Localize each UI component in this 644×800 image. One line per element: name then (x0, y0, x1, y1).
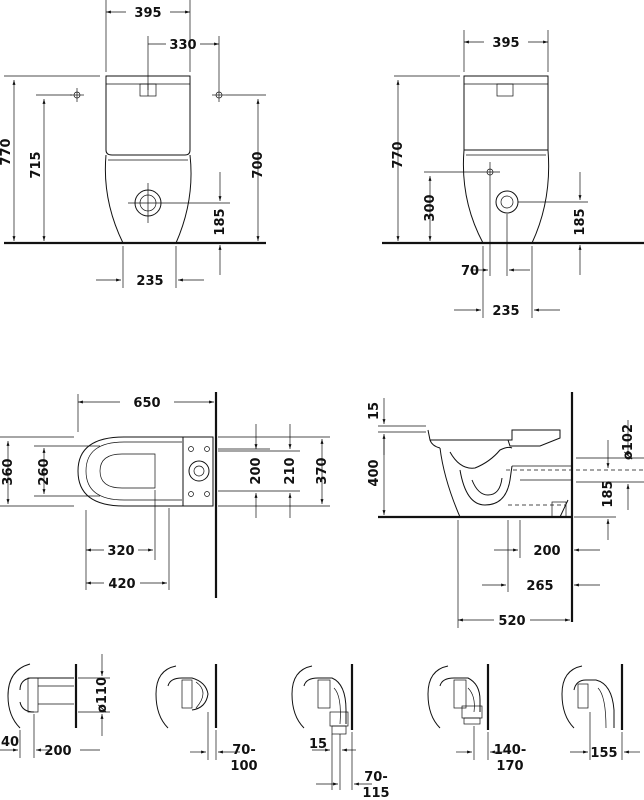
front-395-label: 395 (134, 6, 161, 21)
detail-110-label: ø110 (95, 677, 110, 713)
top-260-label: 260 (37, 458, 52, 485)
top-210-label: 210 (283, 457, 298, 484)
connection-detail-1: ø110 40 200 (0, 654, 110, 759)
detail-140-170-label-b: 170 (496, 759, 523, 774)
section-view: 15 400 ø102 185 200 265 520 (367, 392, 644, 629)
connection-detail-3: 15 70- 115 (291, 664, 390, 800)
top-320-label: 320 (107, 544, 134, 559)
front-715-label: 715 (29, 151, 44, 178)
top-200-label: 200 (249, 457, 264, 484)
side-300-label: 300 (423, 194, 438, 221)
side-70-label: 70 (461, 264, 479, 279)
front-185-label: 185 (213, 208, 228, 235)
top-650-label: 650 (133, 396, 160, 411)
top-360-label: 360 (1, 458, 16, 485)
section-265-label: 265 (526, 579, 553, 594)
side-view: 395 770 300 185 70 235 (382, 30, 644, 319)
front-235-label: 235 (136, 274, 163, 289)
front-700-label: 700 (251, 151, 266, 178)
section-185-label: 185 (601, 480, 616, 507)
section-520-label: 520 (498, 614, 525, 629)
top-420-label: 420 (108, 577, 135, 592)
top-view: 650 360 260 200 210 370 320 420 (0, 392, 330, 598)
detail-70-100-label-b: 100 (230, 759, 257, 774)
detail-70-115-label-a: 70- (364, 770, 388, 785)
detail-70-100-label-a: 70- (232, 743, 256, 758)
detail-70-115-label-b: 115 (362, 786, 389, 800)
section-15-label: 15 (367, 402, 382, 420)
side-185-label: 185 (573, 208, 588, 235)
top-370-label: 370 (315, 457, 330, 484)
detail-15-label: 15 (309, 737, 327, 752)
front-330-label: 330 (169, 38, 196, 53)
connection-detail-5: 155 (561, 664, 640, 761)
detail-200-label: 200 (44, 744, 71, 759)
section-200-label: 200 (533, 544, 560, 559)
front-view: 395 330 770 715 700 185 235 (0, 0, 266, 289)
side-770-label: 770 (391, 141, 406, 168)
section-400-label: 400 (367, 459, 382, 486)
side-235-label: 235 (492, 304, 519, 319)
connection-detail-4: 140- 170 (427, 664, 527, 774)
detail-40-label: 40 (1, 735, 19, 750)
detail-155-label: 155 (590, 746, 617, 761)
detail-140-170-label-a: 140- (494, 743, 527, 758)
connection-detail-2: 70- 100 (155, 664, 258, 774)
section-102-label: ø102 (621, 424, 636, 460)
side-395-label: 395 (492, 36, 519, 51)
front-770-label: 770 (0, 138, 14, 165)
